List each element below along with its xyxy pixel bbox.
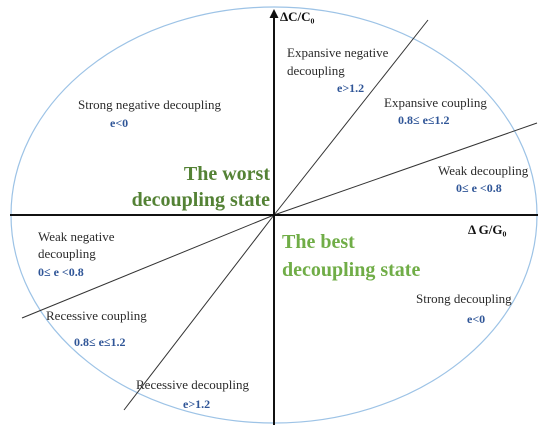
divider-line-e12-upper (273, 19, 429, 216)
divider-line-e08-upper (273, 122, 538, 216)
divider-line-e12-lower (123, 214, 275, 411)
weak-decoupling-value: 0≤ e <0.8 (456, 181, 502, 195)
expansive-negative-value: e>1.2 (337, 81, 364, 95)
weak-negative-line2: decoupling (38, 246, 96, 261)
x-axis-label: Δ G/G₀ (468, 222, 507, 237)
divider-line-e08-lower (21, 214, 275, 319)
weak-negative-line1: Weak negative (38, 229, 115, 244)
expansive-negative-line2: decoupling (287, 63, 345, 78)
recessive-decoupling-value: e>1.2 (183, 397, 210, 411)
weak-negative-value: 0≤ e <0.8 (38, 265, 84, 279)
strong-decoupling-value: e<0 (467, 312, 485, 326)
best-state-line2: decoupling state (282, 259, 420, 281)
strong-decoupling-label: Strong decoupling (416, 291, 512, 306)
expansive-coupling-label: Expansive coupling (384, 95, 487, 110)
weak-decoupling-label: Weak decoupling (438, 163, 529, 178)
y-axis-arrow-icon (269, 9, 279, 18)
y-axis-label: ΔC/C₀ (280, 9, 315, 24)
best-state-line1: The best (282, 231, 355, 253)
worst-state-line2: decoupling state (132, 189, 270, 211)
expansive-negative-line1: Expansive negative (287, 45, 389, 60)
expansive-coupling-value: 0.8≤ e≤1.2 (398, 113, 450, 127)
recessive-decoupling-label: Recessive decoupling (136, 377, 249, 392)
strong-negative-value: e<0 (110, 116, 128, 130)
recessive-coupling-label: Recessive coupling (46, 308, 147, 323)
strong-negative-label: Strong negative decoupling (78, 97, 221, 112)
recessive-coupling-value: 0.8≤ e≤1.2 (74, 335, 126, 349)
worst-state-line1: The worst (184, 163, 270, 185)
